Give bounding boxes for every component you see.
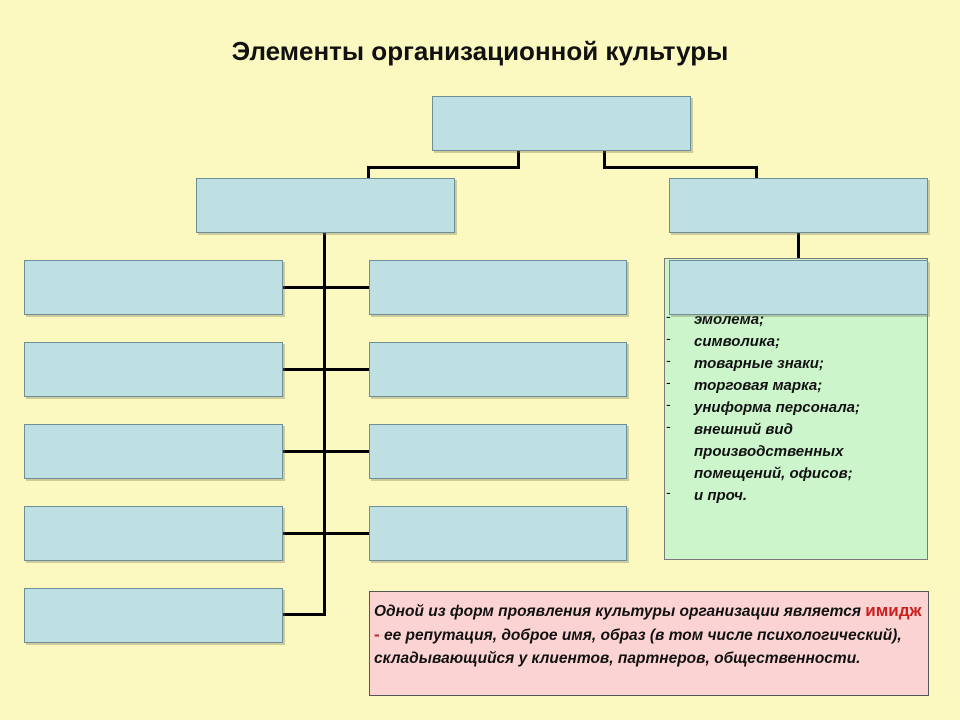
list-bullet: - <box>666 484 671 500</box>
list-item: - униформа персонала; <box>662 396 932 419</box>
connector-branch-row-4 <box>282 532 370 535</box>
list-item-text: торговая марка; <box>694 377 823 394</box>
connector-root-right-down <box>603 150 606 168</box>
list-item-text: и проч. <box>694 487 747 504</box>
connector-branch-row-2 <box>282 368 370 371</box>
right-item-box <box>669 260 928 315</box>
middle-column-box-4 <box>369 506 627 561</box>
middle-column-box-2 <box>369 342 627 397</box>
left-column-box-4 <box>24 506 283 561</box>
left-column-box-3 <box>24 424 283 479</box>
connector-branch-row-1 <box>282 286 370 289</box>
connector-right-branch-to-item <box>797 233 800 261</box>
list-item: - и проч. <box>662 484 932 507</box>
note-text-before: Одной из форм проявления культуры органи… <box>374 603 866 620</box>
note-text-after: ее репутация, доброе имя, образ (в том ч… <box>374 627 902 667</box>
connector-root-left-horizontal <box>367 166 520 169</box>
image-note: Одной из форм проявления культуры органи… <box>369 591 929 696</box>
slide-title: Элементы организационной культуры <box>231 36 729 66</box>
symbols-list: - эмолема; - символика; - товарные знаки; -… <box>662 308 932 507</box>
middle-column-box-3 <box>369 424 627 479</box>
list-item: - символика; <box>662 330 932 353</box>
connector-left-branch-down <box>367 166 370 179</box>
left-column-box-1 <box>24 260 283 315</box>
list-bullet: - <box>666 396 671 412</box>
list-bullet: - <box>666 330 671 346</box>
right-branch-box <box>669 178 928 233</box>
connector-branch-row-5 <box>282 613 326 616</box>
middle-column-box-1 <box>369 260 627 315</box>
list-item: - эмолема; <box>662 308 932 331</box>
root-box <box>432 96 691 151</box>
list-bullet: - <box>666 352 671 368</box>
list-item-text: символика; <box>694 333 781 350</box>
list-item-text: внешний вид производственных помещений, … <box>694 421 853 482</box>
list-item: - внешний вид производственных помещений,… <box>662 418 908 485</box>
left-column-box-5 <box>24 588 283 643</box>
list-item-text: товарные знаки; <box>694 355 824 372</box>
list-item: - товарные знаки; <box>662 352 932 375</box>
note-highlight: имидж - <box>374 601 922 644</box>
connector-root-right-horizontal <box>603 166 758 169</box>
list-item-text: униформа персонала; <box>694 399 860 416</box>
left-column-box-2 <box>24 342 283 397</box>
list-bullet: - <box>666 374 671 390</box>
connector-branch-row-3 <box>282 450 370 453</box>
list-item: - торговая марка; <box>662 374 932 397</box>
list-item-text: эмолема; <box>694 311 765 328</box>
left-branch-box <box>196 178 455 233</box>
connector-right-branch-down <box>755 166 758 179</box>
connector-root-left-down <box>517 150 520 168</box>
list-bullet: - <box>666 418 671 434</box>
connector-left-trunk <box>323 233 326 615</box>
list-bullet: - <box>666 308 671 324</box>
